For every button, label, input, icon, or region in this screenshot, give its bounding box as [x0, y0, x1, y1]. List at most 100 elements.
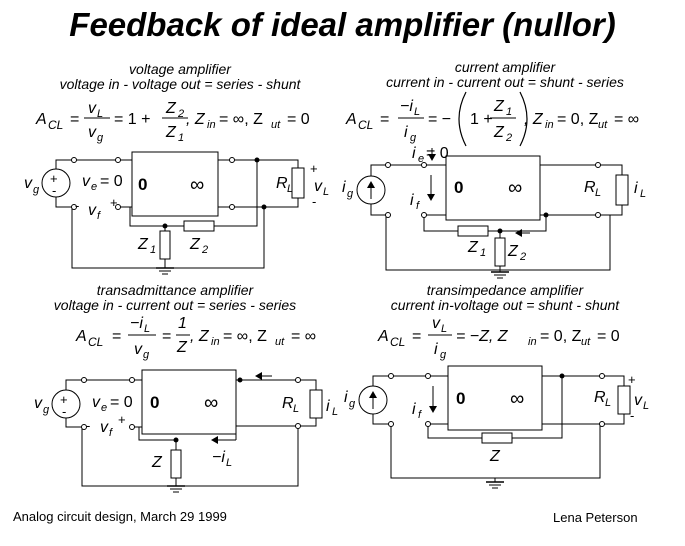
source-minus: - — [52, 183, 56, 198]
formula-den: v — [134, 341, 143, 358]
formula-zin-sub: in — [545, 119, 554, 131]
formula-tail: , Z — [524, 111, 544, 128]
z2-resistor — [183, 220, 215, 232]
nullor-zero: 0 — [454, 178, 463, 197]
source-label: i — [344, 389, 348, 406]
formula-num: v — [88, 100, 97, 117]
ve-label: v — [82, 173, 91, 190]
vg-minus: - — [75, 198, 79, 213]
z2-resistor — [494, 237, 506, 267]
nullor-box — [141, 369, 237, 435]
transadmittance-labels: + - v g v e = 0 v f + - 0 ∞ R L i L Z −i… — [34, 392, 338, 471]
z1-resistor — [457, 225, 489, 237]
formula-frac-den: Z — [176, 339, 188, 356]
z-resistor — [170, 449, 182, 479]
z2-sub: 2 — [519, 251, 526, 263]
out-sub: L — [332, 406, 338, 418]
z-label: Z — [151, 454, 163, 471]
source-plus: + — [50, 171, 58, 186]
out-sub: L — [323, 186, 329, 198]
nullor-zero: 0 — [150, 393, 159, 412]
formula-lhs-sub: CL — [48, 118, 63, 132]
formula-zin-sub: in — [528, 336, 537, 348]
formula-tail: , Z — [186, 111, 206, 128]
formula-lhs-sub: CL — [88, 335, 103, 349]
source-plus: + — [60, 392, 68, 407]
formula-rhs: = −Z, Z — [456, 328, 509, 345]
formula-num-sub: L — [414, 106, 420, 118]
nullor-zero: 0 — [138, 175, 147, 194]
svg-text:=: = — [380, 111, 389, 128]
load-label: R — [584, 179, 596, 196]
vf-sub: f — [109, 427, 113, 439]
nullor-infinity: ∞ — [190, 174, 204, 196]
transimpedance-formula: A CL = v L i g = −Z, Z in = 0, Z ut = 0 — [377, 315, 620, 361]
transimpedance-amplifier-heading: transimpedance amplifier — [426, 282, 584, 298]
z1-resistor — [159, 230, 171, 260]
formula-mid: = ∞, Z — [219, 111, 263, 128]
formula-den-sub: g — [143, 349, 150, 361]
out-label: i — [326, 398, 330, 415]
formula-end: = ∞ — [614, 111, 639, 128]
ie-label: i — [412, 145, 416, 162]
transadmittance-circuit — [51, 369, 323, 493]
source-sub: g — [33, 184, 40, 196]
formula-rhs: = — [162, 328, 171, 345]
voltage-amplifier-formula: A CL = v L v g = 1 + Z 2 Z 1 , Z in = ∞,… — [35, 100, 310, 144]
source-label: v — [24, 175, 33, 192]
voltage-amplifier-labels: + - v g v e = 0 v f + - 0 ∞ R L + - v L … — [24, 161, 329, 256]
current-amplifier-heading: current amplifier — [454, 59, 556, 75]
source-label: v — [34, 395, 43, 412]
page-title: Feedback of ideal amplifier (nullor) — [69, 6, 616, 43]
out-minus: - — [312, 194, 316, 209]
vf-plus: + — [110, 195, 118, 210]
formula-den-sub: g — [440, 349, 447, 361]
transimpedance-circuit — [358, 365, 631, 489]
il-arrow-label: −i — [212, 449, 225, 466]
z-label: Z — [489, 448, 501, 465]
ve-label: v — [92, 394, 101, 411]
formula-den: i — [404, 124, 408, 141]
svg-text:=: = — [112, 328, 121, 345]
vf-sub: f — [97, 210, 101, 222]
source-sub: g — [347, 188, 354, 200]
formula-den: v — [88, 124, 97, 141]
voltage-amplifier-circuit — [41, 151, 305, 275]
formula-zut-sub: ut — [581, 336, 591, 348]
z2-label: Z — [507, 243, 519, 260]
load-sub: L — [605, 397, 611, 409]
formula-frac-num: 1 — [178, 315, 187, 332]
formula-frac-num: Z — [165, 100, 177, 117]
formula-mid: = 0, Z — [557, 111, 599, 128]
formula-num: v — [432, 315, 441, 332]
current-amplifier-formula: A CL = −i L i g = − 1 + Z 1 Z 2 , Z in =… — [345, 91, 639, 147]
nullor-box — [445, 155, 541, 221]
footer-left: Analog circuit design, March 29 1999 — [13, 509, 227, 524]
svg-text:=: = — [412, 328, 421, 345]
out-plus: + — [310, 161, 318, 176]
load-label: R — [276, 175, 288, 192]
svg-text:=: = — [70, 111, 79, 128]
source-label: i — [342, 179, 346, 196]
formula-frac-num-sub: 2 — [177, 108, 184, 120]
footer-right: Lena Peterson — [553, 510, 638, 525]
transimpedance-amplifier-caption: transimpedance amplifier current in-volt… — [340, 283, 670, 313]
if-label: i — [410, 192, 414, 209]
formula-den-sub: g — [97, 132, 104, 144]
out-minus: - — [630, 408, 634, 423]
nullor-infinity: ∞ — [510, 388, 524, 410]
formula-num-sub: L — [97, 108, 103, 120]
formula-tail: , Z — [190, 328, 210, 345]
formula-lhs: A — [377, 328, 389, 345]
source-minus: - — [62, 404, 66, 419]
formula-rhs: = 1 + — [114, 111, 150, 128]
formula-frac-num: Z — [493, 98, 505, 115]
vf-label: v — [88, 202, 97, 219]
transimpedance-labels: i g i f 0 ∞ R L + - v L Z — [344, 372, 649, 465]
load-label: R — [282, 395, 294, 412]
formula-frac-den-sub: 1 — [178, 132, 184, 144]
ve-val: = 0 — [110, 394, 133, 411]
z2-sub: 2 — [201, 244, 208, 256]
z1-sub: 1 — [150, 244, 156, 256]
